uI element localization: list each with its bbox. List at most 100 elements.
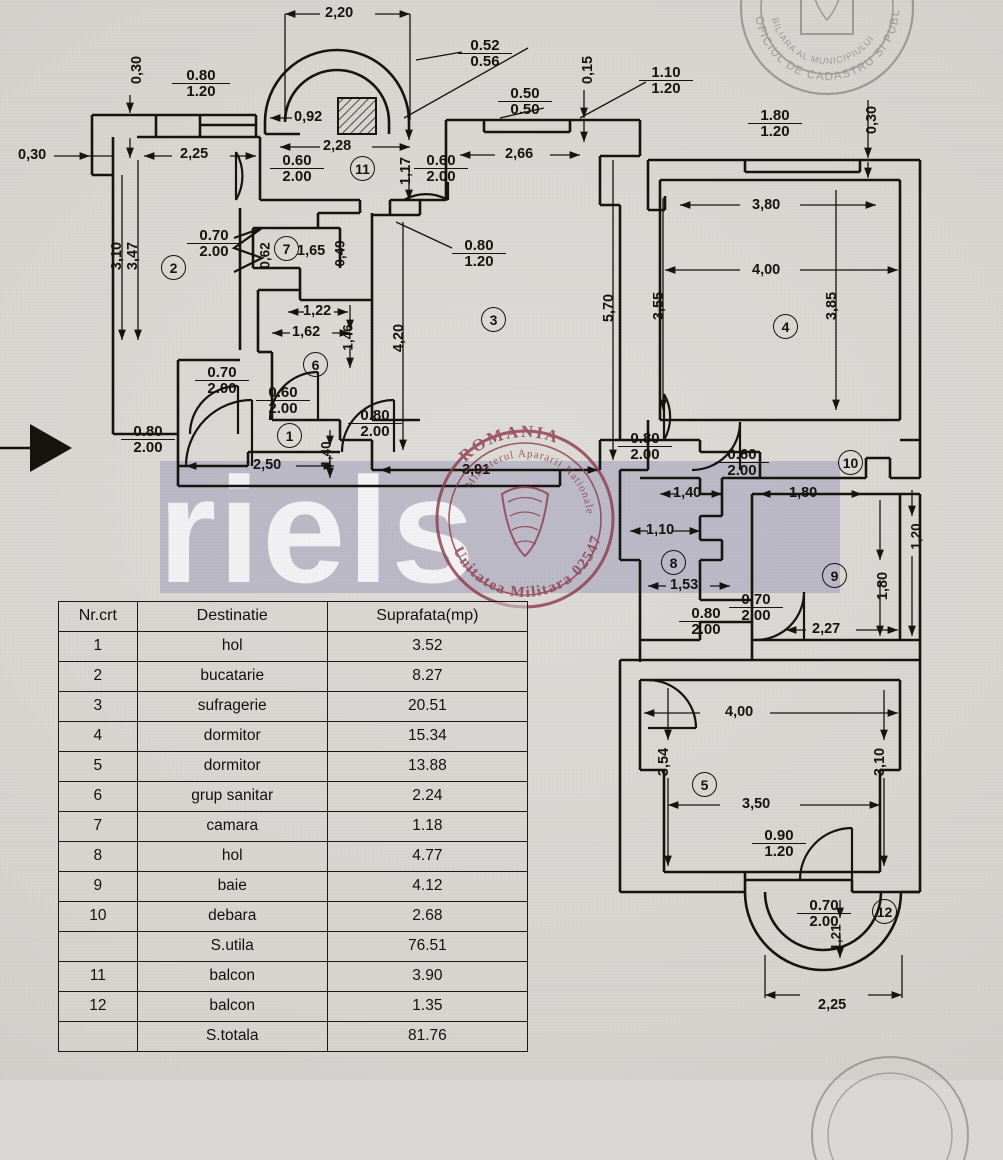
cell-suprafata: 2.68 [326, 901, 529, 932]
dim-1-53: 1,53 [670, 577, 699, 593]
dim-0-92: 0,92 [294, 109, 323, 125]
cell-suprafata: 1.18 [326, 811, 529, 842]
dim-0-30-right: 0,30 [864, 105, 881, 135]
cell-destinatie: sufragerie [136, 691, 328, 722]
cell-nr-crt: 2 [58, 661, 138, 692]
opening-0-80-2-00-entry: 0.80 2.00 [121, 424, 175, 456]
opening-0-60-2-00-right: 0.60 2.00 [414, 153, 468, 185]
opening-1-10-1-20: 1.10 1.20 [639, 65, 693, 97]
cell-destinatie: dormitor [136, 751, 328, 782]
dim-1-80-mid: 1,80 [789, 485, 818, 501]
cell-suprafata: 2.24 [326, 781, 529, 812]
cell-suprafata: 8.27 [326, 661, 529, 692]
dim-4-20: 4,20 [391, 323, 408, 353]
room-marker-4: 4 [773, 314, 798, 339]
cell-suprafata: 4.77 [326, 841, 529, 872]
dim-2-28: 2,28 [323, 138, 352, 154]
opening-0-80-1-20-mid: 0.80 1.20 [452, 238, 506, 270]
opening-0-70-2-00-r12: 0.70 2.00 [797, 898, 851, 930]
cell-nr-crt: 11 [58, 961, 138, 992]
dim-0-30-left: 0,30 [18, 147, 47, 163]
cell-nr-crt: 3 [58, 691, 138, 722]
opening-0-90-1-20: 0.90 1.20 [752, 828, 806, 860]
cell-destinatie: balcon [136, 991, 328, 1022]
cell-suprafata: 13.88 [326, 751, 529, 782]
opening-0-80-2-00-hall: 0.80 2.00 [348, 408, 402, 440]
cell-suprafata: 15.34 [326, 721, 529, 752]
room-marker-9: 9 [822, 563, 847, 588]
opening-0-60-2-00-hall: 0.60 2.00 [256, 385, 310, 417]
header-nr-crt: Nr.crt [58, 601, 138, 632]
cell-nr-crt: 1 [58, 631, 138, 662]
dim-3-10-right: 3,10 [872, 747, 889, 777]
dim-0-62: 0,62 [257, 242, 273, 269]
dim-0-15: 0,15 [580, 55, 597, 85]
dim-1-17: 1,17 [398, 156, 415, 186]
room-marker-8: 8 [661, 550, 686, 575]
dim-3-47: 3,47 [125, 241, 142, 271]
room-marker-11: 11 [350, 156, 375, 181]
cell-nr-crt: 9 [58, 871, 138, 902]
cell-destinatie: grup sanitar [136, 781, 328, 812]
cell-destinatie: hol [136, 841, 328, 872]
floor-plan-drawing [0, 10, 922, 999]
cell-nr-crt: 6 [58, 781, 138, 812]
room-marker-5: 5 [692, 772, 717, 797]
cell-nr-crt: 8 [58, 841, 138, 872]
dim-4-00-bot: 4,00 [725, 704, 754, 720]
dim-1-80-right: 1,80 [875, 571, 892, 601]
header-destinatie: Destinatie [136, 601, 328, 632]
dim-3-80: 3,80 [752, 197, 781, 213]
dim-1-20-right: 1,20 [908, 523, 924, 550]
room-marker-6: 6 [303, 352, 328, 377]
dim-3-85: 3,85 [824, 291, 841, 321]
dim-1-10: 1,10 [646, 522, 675, 538]
dim-0-30-top-left: 0,30 [129, 55, 146, 85]
cell-destinatie: bucatarie [136, 661, 328, 692]
cell-suprafata: 3.52 [326, 631, 529, 662]
table-header-row: Nr.crt Destinatie Suprafata(mp) [58, 601, 529, 632]
opening-0-52-0-56: 0.52 0.56 [458, 38, 512, 70]
dim-1-22: 1,22 [303, 303, 332, 319]
wall-outlines [90, 48, 922, 972]
dim-3-50: 3,50 [742, 796, 771, 812]
dim-2-20-top: 2,20 [325, 5, 354, 21]
opening-1-80-1-20: 1.80 1.20 [748, 108, 802, 140]
cell-nr-crt: 12 [58, 991, 138, 1022]
cell-nr-crt: 5 [58, 751, 138, 782]
dim-2-25-bot: 2,25 [818, 997, 847, 1013]
cell-destinatie: camara [136, 811, 328, 842]
room-marker-7: 7 [274, 236, 299, 261]
opening-0-80-2-00-r4: 0.80 2.00 [618, 431, 672, 463]
cell-nr-crt: 4 [58, 721, 138, 752]
room-marker-10: 10 [838, 450, 863, 475]
dim-4-00-top: 4,00 [752, 262, 781, 278]
dimension-lines [54, 10, 916, 999]
dim-2-25: 2,25 [180, 146, 209, 162]
room-marker-2: 2 [161, 255, 186, 280]
room-marker-3: 3 [481, 307, 506, 332]
dim-5-70: 5,70 [601, 293, 618, 323]
cell-destinatie: hol [136, 631, 328, 662]
dim-2-50: 2,50 [253, 457, 282, 473]
cell-suprafata: 4.12 [326, 871, 529, 902]
cell-destinatie: S.totala [136, 1021, 328, 1052]
cell-destinatie: balcon [136, 961, 328, 992]
dim-3-91: 3,91 [462, 462, 491, 478]
opening-0-70-2-00-r9: 0.70 2.00 [729, 592, 783, 624]
cell-destinatie: baie [136, 871, 328, 902]
dim-1-65: 1,65 [297, 243, 326, 259]
cell-nr-crt [58, 1021, 138, 1052]
